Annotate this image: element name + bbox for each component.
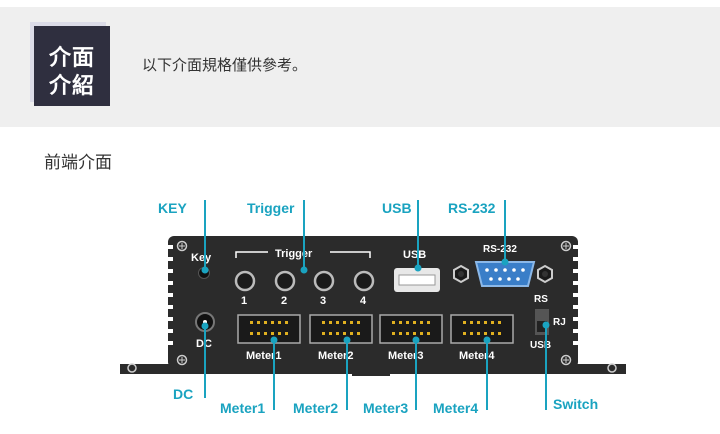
screw-icon (127, 363, 137, 373)
panel-meter2-label: Meter2 (318, 350, 353, 362)
panel-meter3-label: Meter3 (388, 350, 423, 362)
panel-trigger-label: Trigger (275, 248, 313, 260)
trigger-port-label-2: 2 (281, 295, 287, 307)
badge-line-1: 介面 (48, 46, 95, 71)
callout-meter3: Meter3 (363, 400, 409, 416)
callout-switch: Switch (553, 396, 599, 412)
meter-connectors (237, 314, 514, 344)
intro-band (0, 7, 720, 127)
callout-usb: USB (382, 200, 412, 216)
panel-rj-label: RJ (553, 317, 566, 328)
section-title: 前端介面 (44, 153, 112, 173)
intro-text: 以下介面規格僅供參考。 (142, 56, 308, 74)
panel-key-label: Key (191, 252, 212, 264)
trigger-port-2 (274, 270, 296, 292)
trigger-port-3 (313, 270, 335, 292)
callout-meter1: Meter1 (220, 400, 266, 416)
callout-meter4: Meter4 (433, 400, 479, 416)
screw-icon (607, 363, 617, 373)
panel-meter4-label: Meter4 (459, 350, 495, 362)
panel-meter1-label: Meter1 (246, 350, 281, 362)
trigger-port-4 (353, 270, 375, 292)
callout-key: KEY (158, 200, 187, 216)
trigger-port-label-3: 3 (320, 295, 326, 307)
trigger-port-label-4: 4 (360, 295, 367, 307)
callout-lines (201, 200, 550, 410)
db9-port-icon (474, 261, 536, 287)
trigger-port-label-1: 1 (241, 295, 247, 307)
panel-usb-small-label: USB (530, 340, 551, 351)
device-body (168, 236, 578, 368)
side-fins (168, 245, 578, 345)
section-badge: 介面 介紹 (34, 26, 110, 106)
panel-usb-label: USB (403, 249, 426, 261)
callout-meter2: Meter2 (293, 400, 339, 416)
badge-line-2: 介紹 (48, 74, 95, 99)
panel-rs232-label: RS-232 (483, 244, 517, 255)
trigger-port-1 (234, 270, 256, 292)
callout-rs232: RS-232 (448, 200, 496, 216)
panel-dc-label: DC (196, 338, 212, 350)
panel-rs-label: RS (534, 294, 548, 305)
mounting-bracket (120, 364, 626, 374)
callout-trigger: Trigger (247, 200, 295, 216)
callout-dc: DC (173, 386, 194, 402)
